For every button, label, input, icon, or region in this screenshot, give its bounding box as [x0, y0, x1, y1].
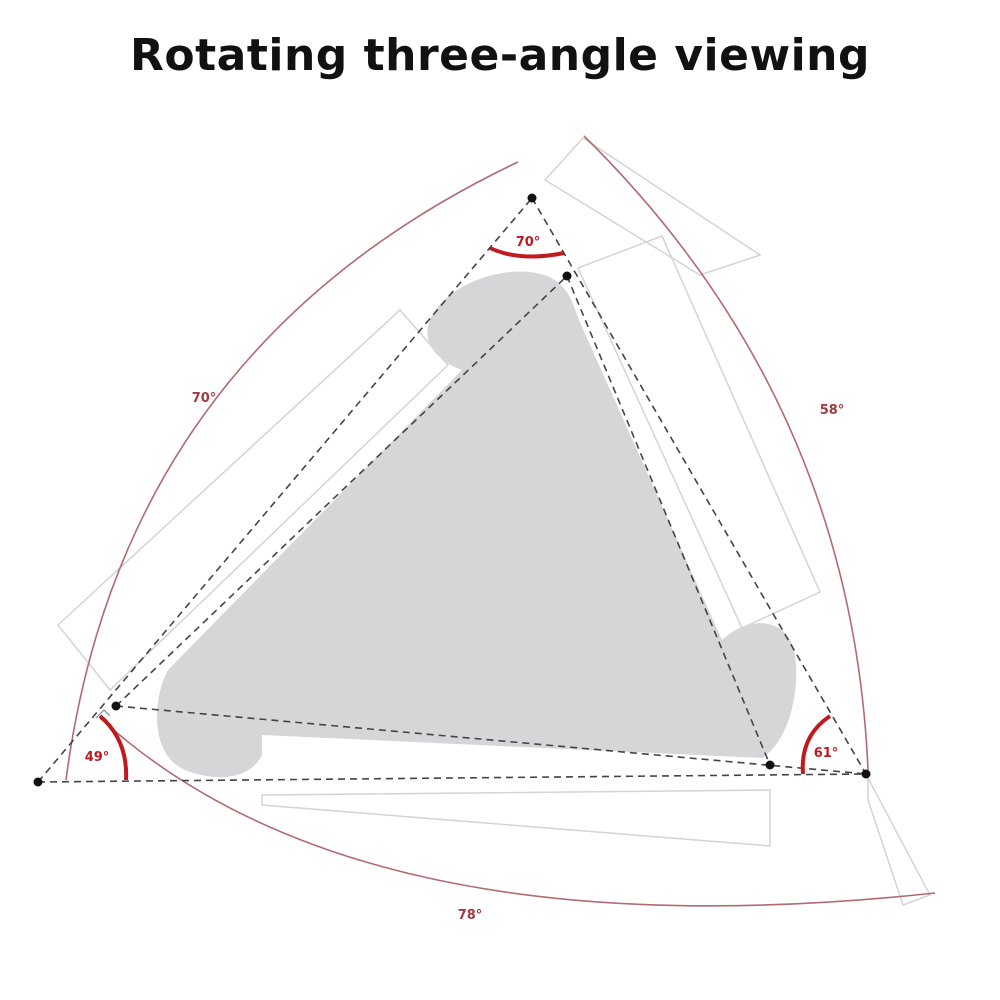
page-title: Rotating three-angle viewing: [130, 30, 870, 81]
phone-outline-bottom: [261, 789, 771, 847]
dot-right-outer: [861, 769, 871, 779]
label-arc-right: 58°: [820, 403, 845, 418]
angle-arcs: [98, 246, 832, 781]
dashed-outer-bottom: [37, 773, 867, 783]
dot-right-inner: [765, 760, 775, 770]
phone-outline-right: [576, 235, 821, 629]
outline-top-wedge: [543, 137, 762, 276]
dot-top-inner: [562, 271, 572, 281]
dashed-outer-right: [531, 197, 867, 775]
dot-left-outer: [33, 777, 43, 787]
arc-right: [583, 135, 869, 771]
dashed-outer-left: [37, 197, 533, 783]
phone-outline-left: [56, 308, 450, 692]
label-right-angle: 61°: [814, 746, 839, 761]
dot-left-inner: [111, 701, 121, 711]
dashed-lines: [37, 197, 867, 783]
vertex-dots: [33, 193, 871, 787]
angle-arc-right: [800, 714, 832, 775]
label-left-angle: 49°: [85, 750, 110, 765]
dot-top-outer: [527, 193, 537, 203]
outline-bottom-wedge: [867, 777, 932, 906]
label-arc-left: 70°: [192, 391, 217, 406]
triangle-stand: [156, 271, 797, 778]
phone-outlines: [56, 137, 932, 906]
left-corner-tick: [95, 709, 111, 719]
angle-labels: 70° 61° 49° 70° 58° 78°: [85, 235, 845, 923]
label-arc-bottom: 78°: [458, 908, 483, 923]
angle-arc-top: [489, 246, 565, 259]
arc-left: [65, 161, 519, 781]
dashed-inner-left: [115, 275, 568, 707]
dashed-inner-right: [566, 275, 771, 766]
dashed-inner-bottom: [115, 705, 867, 775]
label-top-angle: 70°: [516, 235, 541, 250]
angle-arc-left: [98, 714, 129, 781]
